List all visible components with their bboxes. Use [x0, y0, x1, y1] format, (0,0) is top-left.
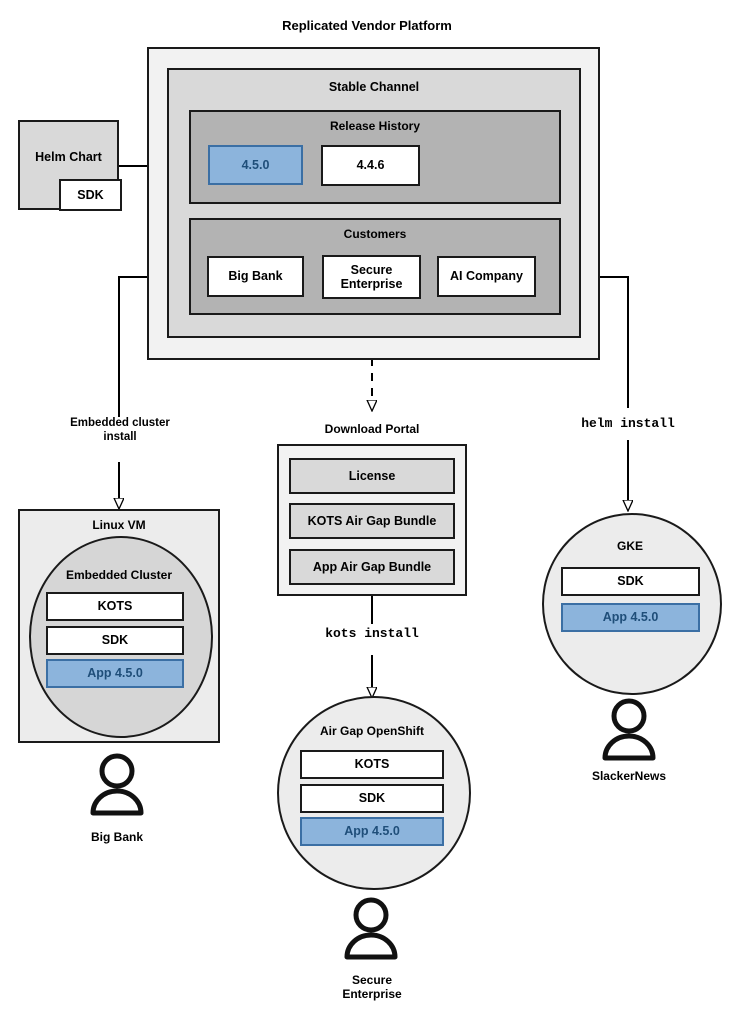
stable-channel-title: Stable Channel — [328, 80, 420, 94]
actor-label-slackernews: SlackerNews — [591, 769, 667, 783]
embedded-cluster-title: Embedded Cluster — [65, 568, 173, 582]
portal-artifact-kots-airgap[interactable]: KOTS Air Gap Bundle — [289, 503, 455, 539]
portal-artifact-app-airgap[interactable]: App Air Gap Bundle — [289, 549, 455, 585]
openshift-component-app[interactable]: App 4.5.0 — [300, 817, 444, 846]
gke-component-app[interactable]: App 4.5.0 — [561, 603, 700, 632]
label-embedded-cluster-install: Embedded cluster install — [40, 417, 200, 444]
linux-vm-title: Linux VM — [92, 518, 146, 532]
actor-label-secure-enterprise-line1: Secure — [351, 973, 393, 987]
helm-chart-sdk-box[interactable]: SDK — [59, 179, 122, 211]
air-gap-openshift-title: Air Gap OpenShift — [319, 724, 424, 738]
person-icon-big-bank — [90, 753, 144, 816]
download-portal-title: Download Portal — [324, 422, 420, 436]
actor-label-secure-enterprise-line2: Enterprise — [342, 987, 402, 1002]
customer-secure-enterprise-line2: Enterprise — [340, 277, 403, 291]
linux-vm-component-kots[interactable]: KOTS — [46, 592, 184, 621]
customer-secure-enterprise[interactable]: Secure Enterprise — [322, 255, 421, 299]
customers-title: Customers — [343, 227, 407, 241]
customer-ai-company[interactable]: AI Company — [437, 256, 536, 297]
customer-secure-enterprise-line1: Secure — [350, 262, 393, 277]
helm-chart-label: Helm Chart — [35, 149, 102, 164]
openshift-component-kots[interactable]: KOTS — [300, 750, 444, 779]
actor-label-big-bank: Big Bank — [90, 830, 143, 844]
person-icon-secure-enterprise — [344, 897, 398, 960]
person-icon-slackernews — [602, 698, 656, 761]
actor-label-secure-enterprise: Secure Enterprise — [302, 973, 442, 1001]
label-embedded-cluster-install-line1: Embedded cluster — [70, 417, 170, 429]
linux-vm-component-app[interactable]: App 4.5.0 — [46, 659, 184, 688]
portal-artifact-license[interactable]: License — [289, 458, 455, 494]
release-4-4-6[interactable]: 4.4.6 — [321, 145, 420, 186]
label-helm-install: helm install — [581, 416, 675, 431]
customer-big-bank[interactable]: Big Bank — [207, 256, 304, 297]
openshift-component-sdk[interactable]: SDK — [300, 784, 444, 813]
gke-title: GKE — [616, 539, 643, 553]
linux-vm-component-sdk[interactable]: SDK — [46, 626, 184, 655]
release-history-title: Release History — [329, 119, 421, 133]
gke-component-sdk[interactable]: SDK — [561, 567, 700, 596]
label-kots-install: kots install — [325, 626, 419, 641]
label-embedded-cluster-install-line2: install — [103, 430, 137, 443]
release-4-5-0[interactable]: 4.5.0 — [208, 145, 303, 185]
page-title: Replicated Vendor Platform — [282, 18, 452, 33]
